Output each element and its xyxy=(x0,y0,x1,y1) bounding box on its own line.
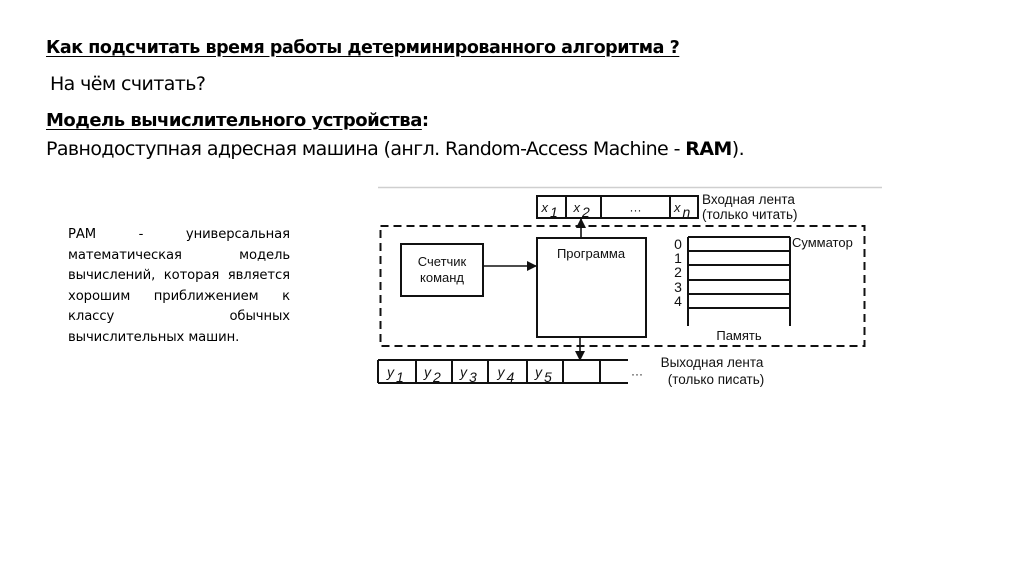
output-tape-cell xyxy=(600,360,628,383)
memory-register xyxy=(688,294,790,308)
program-counter-label-line1: Счетчик xyxy=(418,254,467,269)
program-counter-box xyxy=(400,243,484,297)
model-heading: Модель вычислительного устройства: xyxy=(46,110,429,131)
slide-title: Как подсчитать время работы детерминиров… xyxy=(46,38,680,58)
output-tape-ellipsis: ··· xyxy=(631,367,643,381)
model-desc-prefix: Равнодоступная адресная машина (англ. Ra… xyxy=(46,138,686,160)
model-description: Равнодоступная адресная машина (англ. Ra… xyxy=(46,138,745,160)
memory-register-index: 3 xyxy=(674,279,682,295)
accumulator-label: Сумматор xyxy=(792,235,853,250)
slide-question: На чём считать? xyxy=(50,73,206,95)
memory-register-index: 2 xyxy=(674,264,682,280)
input-tape-frame xyxy=(536,195,699,219)
model-heading-colon: : xyxy=(421,110,429,131)
model-desc-suffix: ). xyxy=(731,138,745,160)
memory-label: Память xyxy=(716,328,762,343)
output-tape-cell xyxy=(563,360,600,383)
model-heading-text: Модель вычислительного устройства xyxy=(46,110,422,131)
model-desc-ram: RAM xyxy=(685,138,732,160)
memory-register-index: 1 xyxy=(674,250,682,266)
memory-register xyxy=(688,280,790,294)
processor-boundary xyxy=(379,225,866,347)
input-tape-label-line2: (только читать) xyxy=(702,207,798,222)
ram-description-paragraph: РАМ - универсальная математическая модел… xyxy=(68,227,290,345)
memory-register-index: 0 xyxy=(674,236,682,252)
program-box xyxy=(536,237,647,338)
program-label: Программа xyxy=(557,246,626,261)
output-tape-label-line2: (только писать) xyxy=(668,372,765,387)
memory-register-index: 4 xyxy=(674,293,682,309)
memory-register xyxy=(688,251,790,265)
output-tape-label-line1: Выходная лента xyxy=(661,355,764,370)
input-tape-label-line1: Входная лента xyxy=(702,192,795,207)
memory-register xyxy=(688,265,790,280)
input-tape-cell-ellipsis: ··· xyxy=(630,203,642,217)
program-counter-label-line2: команд xyxy=(420,270,464,285)
memory-register xyxy=(688,237,790,251)
